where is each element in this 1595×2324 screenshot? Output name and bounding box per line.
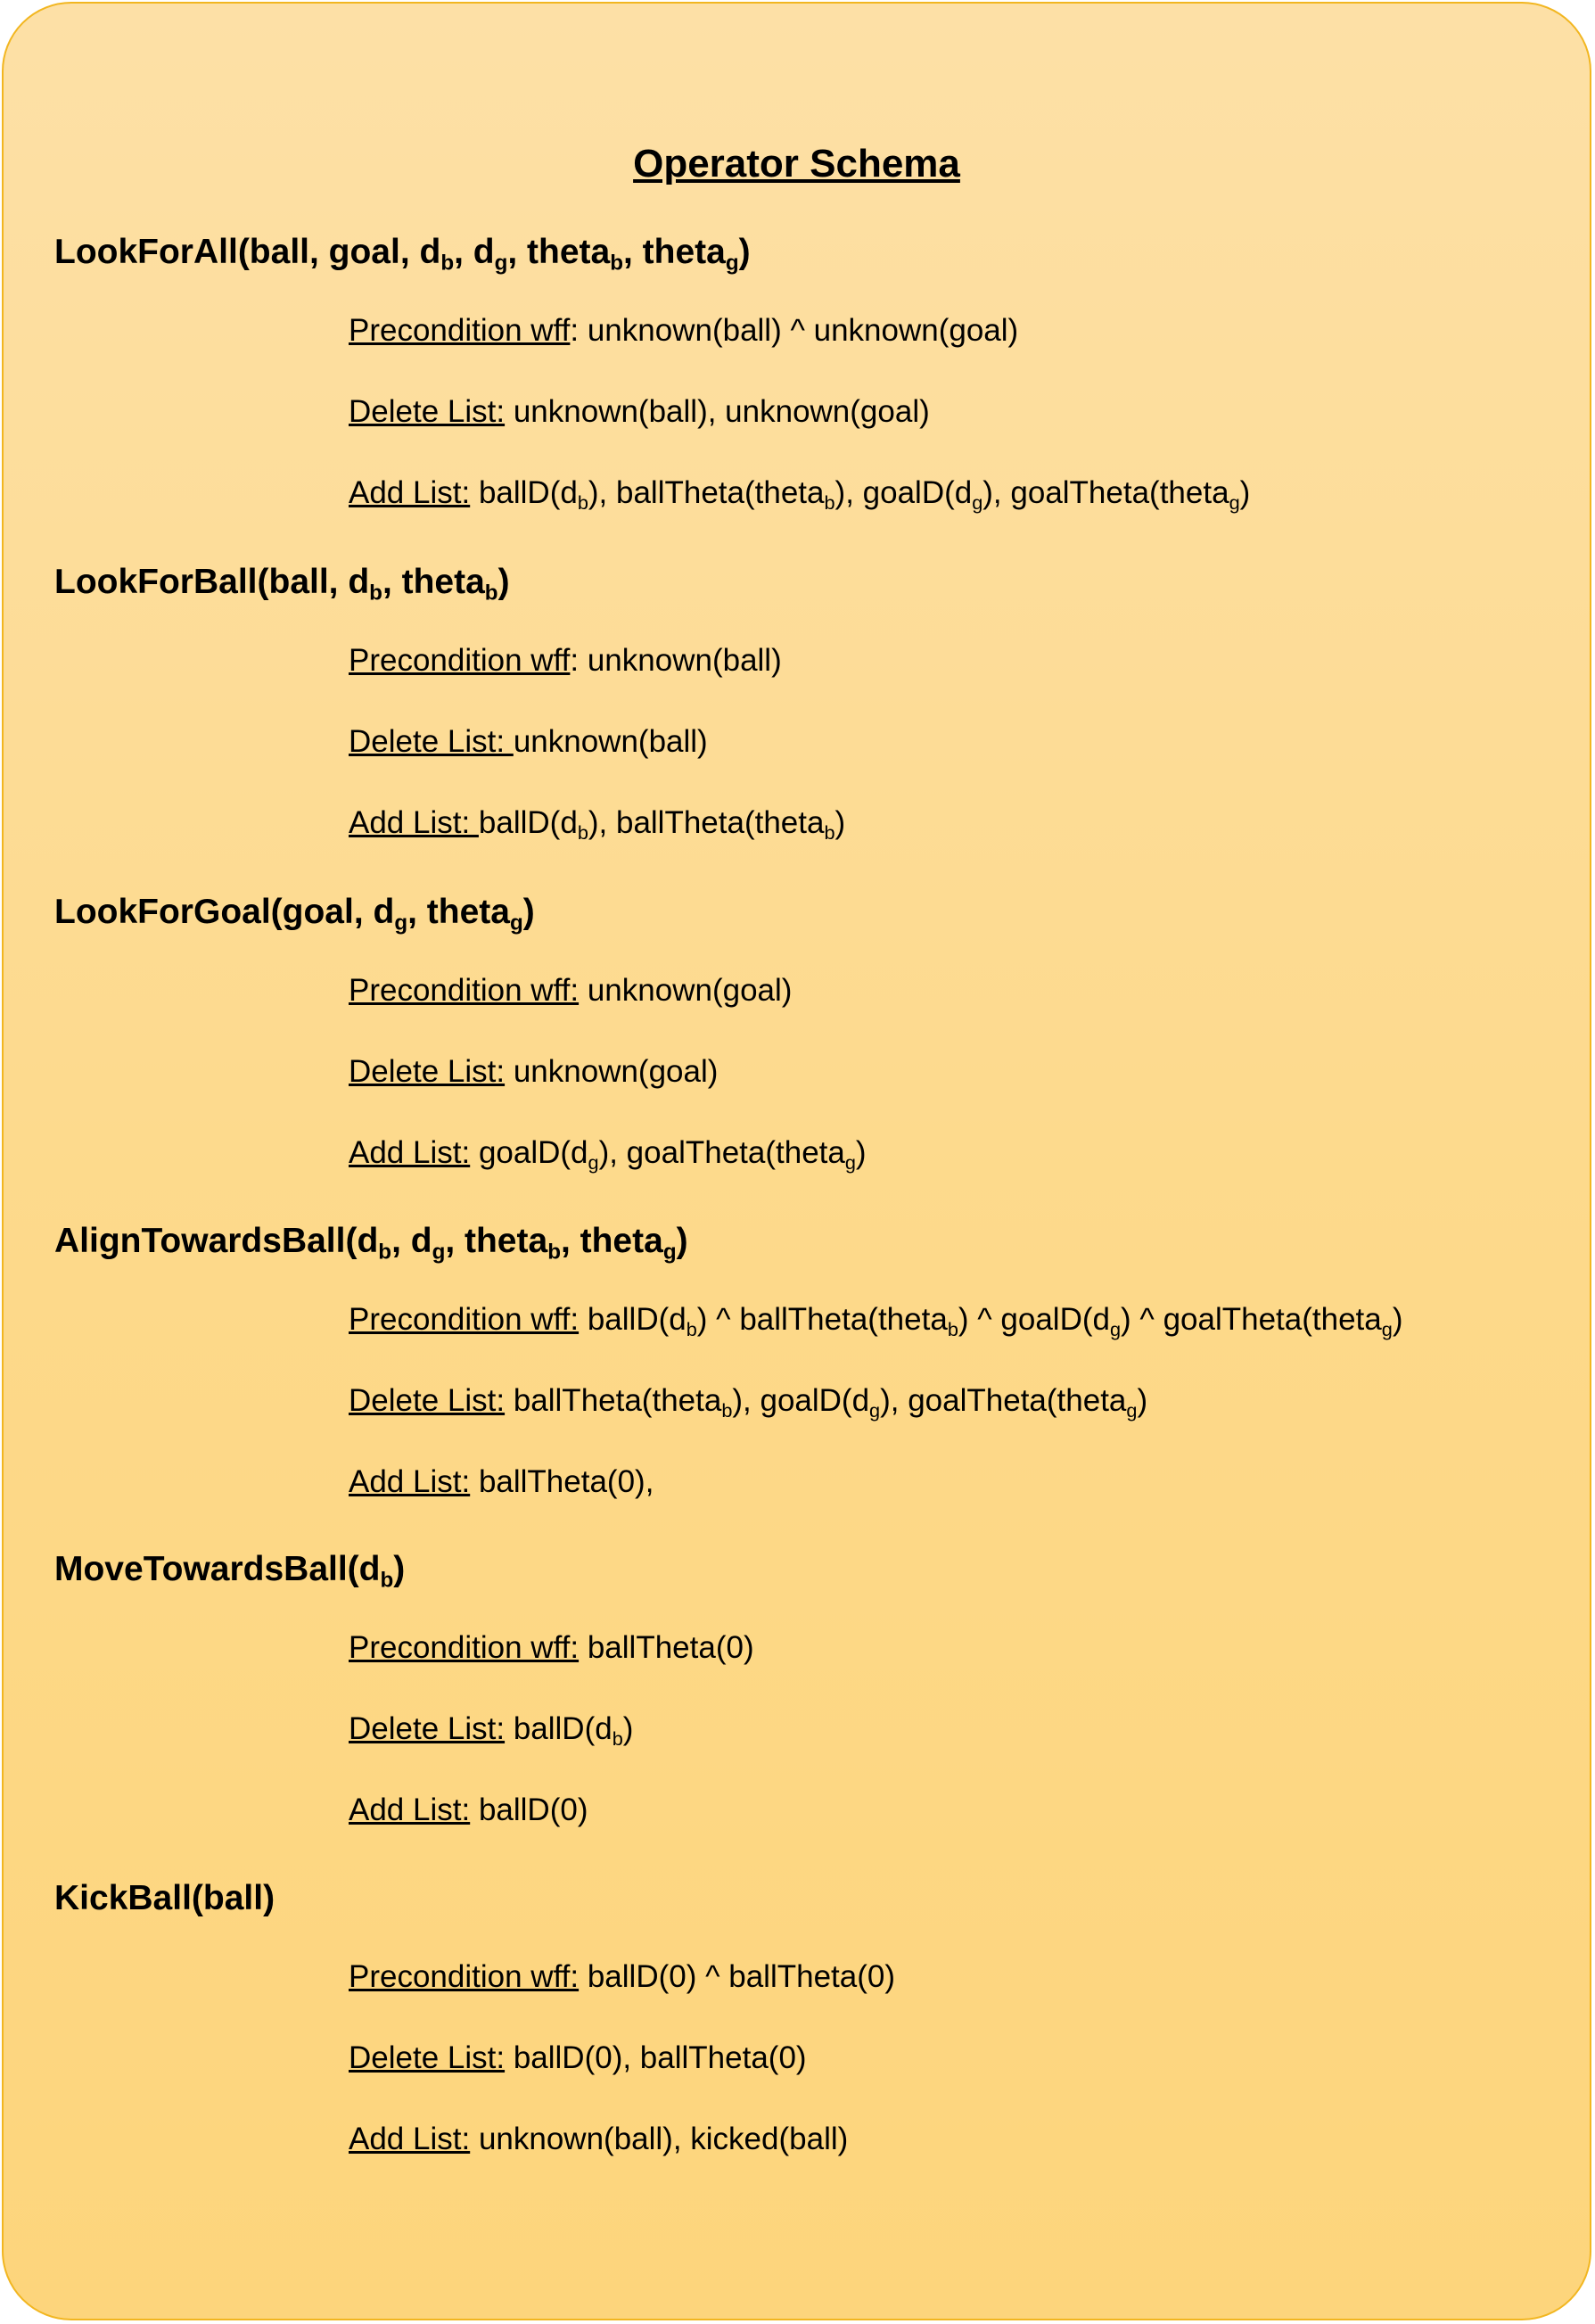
add-list-value: ballD(db), ballTheta(thetab) — [478, 805, 846, 844]
precondition-line: Precondition wff: unknown(ball) ^ unknow… — [349, 309, 1018, 352]
add-list-separator — [470, 2122, 479, 2156]
precondition-line: Precondition wff: unknown(ball) — [349, 639, 782, 682]
delete-list-value: ballTheta(thetab), goalD(dg), goalTheta(… — [513, 1383, 1148, 1422]
delete-list-separator — [505, 1711, 514, 1746]
add-list-line: Add List: ballD(db), ballTheta(thetab), … — [349, 472, 1250, 515]
delete-list-value: ballD(db) — [513, 1711, 634, 1750]
delete-list-label: Delete List: — [349, 1054, 506, 1089]
add-list-label: Add List: — [349, 1135, 471, 1170]
delete-list-value: unknown(goal) — [513, 1054, 719, 1089]
precondition-separator — [579, 1302, 588, 1337]
precondition-label: Precondition wff: — [349, 1302, 580, 1337]
precondition-line: Precondition wff: ballD(db) ^ ballTheta(… — [349, 1298, 1402, 1341]
add-list-value: ballD(0) — [478, 1792, 588, 1827]
delete-list-label: Delete List: — [349, 394, 506, 429]
delete-list-value: unknown(ball), unknown(goal) — [513, 394, 930, 429]
operator-name: KickBall(ball) — [54, 1879, 275, 1917]
operator-name: LookForGoal(goal, dg, thetag) — [54, 893, 535, 935]
precondition-label: Precondition wff: — [349, 973, 580, 1008]
precondition-line: Precondition wff: unknown(goal) — [349, 969, 792, 1012]
delete-list-separator — [505, 1054, 514, 1089]
add-list-label: Add List: — [349, 2122, 471, 2156]
delete-list-value: ballD(0), ballTheta(0) — [513, 2040, 807, 2075]
add-list-label: Add List: — [349, 1464, 471, 1499]
schema-title: Operator Schema — [633, 142, 960, 185]
precondition-separator — [579, 1630, 588, 1665]
delete-list-line: Delete List: ballTheta(thetab), goalD(dg… — [349, 1380, 1147, 1422]
add-list-separator — [470, 1135, 479, 1170]
add-list-separator — [470, 1464, 479, 1499]
delete-list-line: Delete List: unknown(goal) — [349, 1051, 718, 1093]
operator-name: LookForAll(ball, goal, db, dg, thetab, t… — [54, 233, 751, 276]
add-list-line: Add List: goalD(dg), goalTheta(thetag) — [349, 1132, 867, 1174]
add-list-value: ballTheta(0), — [478, 1464, 654, 1499]
delete-list-value: unknown(ball) — [513, 724, 708, 759]
delete-list-label: Delete List: — [349, 2040, 506, 2075]
add-list-separator — [470, 1792, 479, 1827]
precondition-value: ballTheta(0) — [587, 1630, 754, 1665]
delete-list-line: Delete List: unknown(ball), unknown(goal… — [349, 391, 930, 433]
add-list-line: Add List: ballD(0) — [349, 1789, 588, 1832]
add-list-label: Add List: — [349, 1792, 471, 1827]
add-list-label: Add List: — [349, 475, 471, 510]
precondition-separator: : — [570, 313, 588, 348]
delete-list-line: Delete List: ballD(db) — [349, 1708, 633, 1751]
precondition-label: Precondition wff: — [349, 1630, 580, 1665]
add-list-line: Add List: ballTheta(0), — [349, 1461, 654, 1504]
precondition-label: Precondition wff: — [349, 1959, 580, 1994]
precondition-value: ballD(0) ^ ballTheta(0) — [587, 1959, 896, 1994]
precondition-label: Precondition wff — [349, 643, 571, 678]
precondition-separator — [579, 973, 588, 1008]
add-list-value: goalD(dg), goalTheta(thetag) — [478, 1135, 867, 1174]
precondition-value: unknown(goal) — [587, 973, 793, 1008]
precondition-value: unknown(ball) — [587, 643, 782, 678]
delete-list-label: Delete List: — [349, 1711, 506, 1746]
operator-name: AlignTowardsBall(db, dg, thetab, thetag) — [54, 1222, 688, 1265]
add-list-separator — [470, 475, 479, 510]
delete-list-separator — [505, 1383, 514, 1418]
precondition-value: ballD(db) ^ ballTheta(thetab) ^ goalD(dg… — [587, 1302, 1403, 1340]
add-list-label: Add List: — [349, 805, 479, 840]
precondition-separator: : — [570, 643, 588, 678]
precondition-line: Precondition wff: ballD(0) ^ ballTheta(0… — [349, 1956, 895, 1998]
operator-name: MoveTowardsBall(db) — [54, 1550, 406, 1593]
precondition-separator — [579, 1959, 588, 1994]
delete-list-label: Delete List: — [349, 1383, 506, 1418]
delete-list-label: Delete List: — [349, 724, 514, 759]
operator-name: LookForBall(ball, db, thetab) — [54, 563, 510, 606]
precondition-value: unknown(ball) ^ unknown(goal) — [587, 313, 1019, 348]
delete-list-separator — [505, 394, 514, 429]
precondition-line: Precondition wff: ballTheta(0) — [349, 1627, 754, 1669]
precondition-label: Precondition wff — [349, 313, 571, 348]
add-list-line: Add List: ballD(db), ballTheta(thetab) — [349, 802, 845, 845]
add-list-value: unknown(ball), kicked(ball) — [478, 2122, 849, 2156]
add-list-line: Add List: unknown(ball), kicked(ball) — [349, 2118, 848, 2161]
delete-list-line: Delete List: unknown(ball) — [349, 721, 708, 763]
add-list-value: ballD(db), ballTheta(thetab), goalD(dg),… — [478, 475, 1251, 514]
delete-list-separator — [505, 2040, 514, 2075]
delete-list-line: Delete List: ballD(0), ballTheta(0) — [349, 2037, 807, 2080]
